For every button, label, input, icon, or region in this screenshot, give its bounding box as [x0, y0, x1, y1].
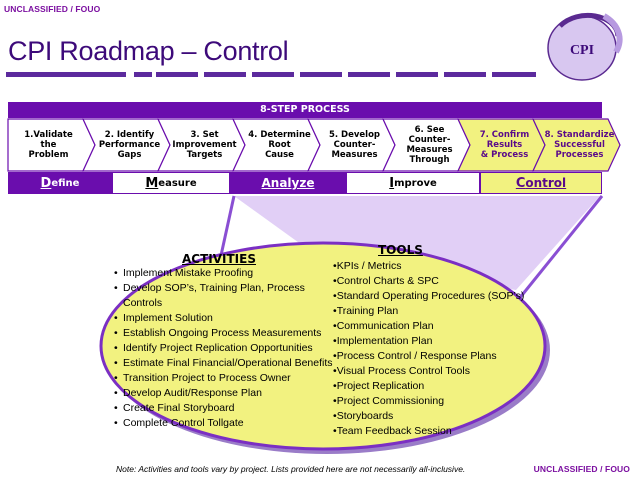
step-label-3: 3. Set Improvement Targets — [172, 130, 237, 160]
phase-initial: C — [515, 175, 526, 191]
tool-item-text: Training Plan — [336, 305, 399, 317]
activity-item: Implement Mistake Proofing — [113, 266, 335, 281]
divider-dash — [348, 72, 390, 77]
activity-item: Transition Project to Process Owner — [113, 371, 335, 386]
phase-initial: M — [145, 175, 159, 191]
divider-dash — [492, 72, 536, 77]
divider-dash — [6, 72, 126, 77]
tool-item-text: Storyboards — [336, 410, 394, 422]
tool-item: Storyboards — [333, 409, 538, 424]
divider-dash — [444, 72, 486, 77]
step-label-5: 5. Develop Counter- Measures — [328, 130, 381, 160]
phase-rest: Analyze — [261, 176, 315, 190]
cpi-emblem-icon: CPI — [547, 12, 623, 81]
tool-item: Project Commissioning — [333, 394, 538, 409]
classification-bottom: UNCLASSIFIED / FOUO — [533, 464, 630, 474]
phase-rest: ontrol — [525, 176, 567, 190]
step-chevron-8 — [532, 118, 621, 172]
tools-list: KPIs / MetricsControl Charts & SPC Standa… — [333, 259, 538, 439]
tool-item-text: Visual Process Control Tools — [336, 365, 470, 377]
tool-item: Team Feedback Session — [333, 424, 538, 439]
phase-rest: efine — [51, 177, 80, 189]
tool-item: Standard Operating Procedures (SOP’s) — [333, 289, 538, 304]
tool-item: Control Charts & SPC — [333, 274, 538, 289]
tool-item: KPIs / Metrics — [333, 259, 538, 274]
classification-top: UNCLASSIFIED / FOUO — [4, 4, 101, 14]
tool-item-text: Communication Plan — [336, 320, 434, 332]
tool-item-text: Project Replication — [336, 380, 425, 392]
divider-dash — [300, 72, 342, 77]
phase-rest: easure — [158, 177, 197, 189]
phase-initial: D — [40, 175, 52, 191]
callout-line-left — [218, 195, 236, 261]
step-label-1: 1.Validate the Problem — [24, 130, 73, 160]
tool-item-text: Control Charts & SPC — [336, 275, 439, 287]
tool-item: Training Plan — [333, 304, 538, 319]
divider-dash — [252, 72, 294, 77]
divider-dash — [396, 72, 438, 77]
page-title: CPI Roadmap – Control — [8, 36, 289, 66]
tool-item-text: Implementation Plan — [336, 335, 433, 347]
tool-item: Process Control / Response Plans — [333, 349, 538, 364]
step-label-7: 7. Confirm Results & Process — [479, 130, 530, 160]
phase-initial: I — [389, 175, 395, 191]
tool-item: Implementation Plan — [333, 334, 538, 349]
activity-item: Complete Control Tollgate — [113, 416, 335, 431]
phase-analyze: Analyze — [230, 172, 346, 194]
activity-item: Create Final Storyboard — [113, 401, 335, 416]
divider-dash — [156, 72, 198, 77]
activity-item: Implement Solution — [113, 311, 335, 326]
divider-dash — [134, 72, 152, 77]
activities-title: ACTIVITIES — [182, 252, 256, 266]
phase-rest: mprove — [394, 177, 437, 189]
tool-item: Visual Process Control Tools — [333, 364, 538, 379]
activity-item: Develop Audit/Response Plan — [113, 386, 335, 401]
activity-item: Estimate Final Financial/Operational Ben… — [113, 356, 335, 371]
tool-item-text: KPIs / Metrics — [336, 260, 402, 272]
tool-item-text: Process Control / Response Plans — [336, 350, 497, 362]
tool-item-text: Team Feedback Session — [336, 425, 452, 437]
tool-item-text: Standard Operating Procedures (SOP’s) — [336, 290, 525, 302]
step-label-4: 4. Determine Root Cause — [248, 130, 311, 160]
activities-list: Implement Mistake ProofingDevelop SOP’s,… — [113, 266, 335, 431]
activity-item: Identify Project Replication Opportuniti… — [113, 341, 335, 356]
process-header: 8-STEP PROCESS — [8, 102, 602, 118]
step-label-6: 6. See Counter- Measures Through — [406, 125, 453, 165]
tool-item: Communication Plan — [333, 319, 538, 334]
tool-item: Project Replication — [333, 379, 538, 394]
activity-item: Develop SOP’s, Training Plan, Process Co… — [113, 281, 335, 311]
divider-dash — [204, 72, 246, 77]
step-label-8: 8. Standardize Successful Processes — [544, 130, 615, 160]
tools-title: TOOLS — [378, 243, 423, 257]
footnote: Note: Activities and tools vary by proje… — [116, 464, 466, 474]
logo-letters: CPI — [570, 43, 594, 58]
title-divider — [6, 72, 536, 77]
activity-item: Establish Ongoing Process Measurements — [113, 326, 335, 341]
tool-item-text: Project Commissioning — [336, 395, 445, 407]
step-label-2: 2. Identify Performance Gaps — [98, 130, 161, 160]
